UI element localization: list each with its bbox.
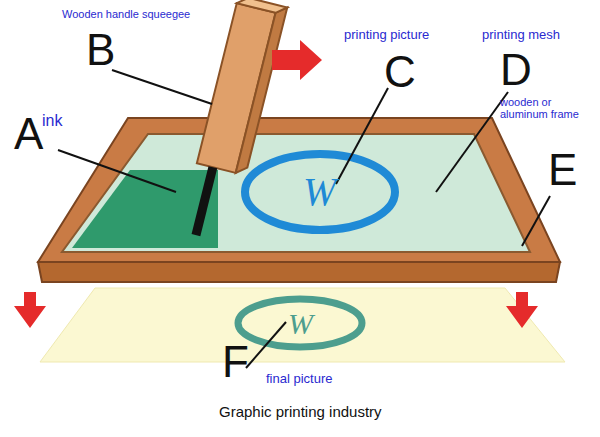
callout-letter: E: [548, 146, 577, 194]
callout-letter: D: [500, 46, 532, 94]
part-label: final picture: [266, 372, 332, 386]
down-arrow: [14, 292, 46, 328]
part-label: Wooden handle squeegee: [62, 8, 190, 20]
frame-top: [38, 118, 560, 262]
final-print-ellipse: [238, 299, 362, 347]
part-label: ink: [42, 112, 62, 130]
callout-letter: A: [14, 110, 43, 158]
down-arrow: [506, 292, 538, 328]
direction-arrow: [272, 40, 322, 80]
part-label: printing picture: [344, 28, 429, 42]
printing-picture-ellipse: [245, 154, 395, 230]
part-label: printing mesh: [482, 28, 560, 42]
callout-letter: B: [86, 26, 115, 74]
printing-mesh: [62, 134, 530, 252]
leader-lines: [58, 70, 550, 368]
callout-letter: F: [222, 338, 249, 386]
caption: Graphic printing industry: [219, 404, 382, 421]
printing-paper: [40, 288, 565, 362]
frame-front: [38, 262, 560, 282]
picture-letter: W: [288, 307, 313, 340]
picture-letter: W: [303, 170, 336, 214]
squeegee: [180, 0, 287, 243]
part-label: wooden or aluminum frame: [500, 96, 590, 120]
callout-letter: C: [384, 48, 416, 96]
